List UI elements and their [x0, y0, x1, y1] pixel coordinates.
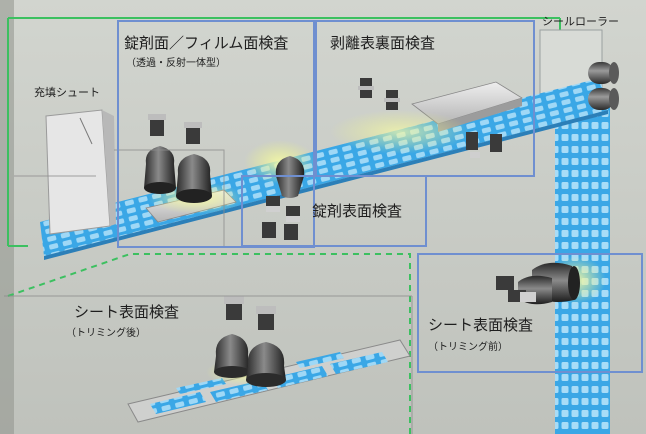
box-tablet-surface — [241, 175, 427, 247]
camera-group-sheet-after — [206, 296, 286, 387]
label-sheet-before: シート表面検査 — [428, 316, 534, 334]
label-tablet-film-note: （透過・反射一体型） — [126, 58, 226, 69]
label-peel: 剥離表裏面検査 — [330, 34, 436, 52]
label-tablet-surface: 錠剤表面検査 — [312, 202, 403, 220]
lower-dashed-frame — [7, 253, 411, 434]
label-sheet-before-note: （トリミング前） — [428, 342, 508, 353]
label-sheet-after-note: （トリミング後） — [66, 328, 146, 339]
label-sheet-after: シート表面検査 — [74, 303, 180, 321]
label-tablet-film: 錠剤面／フィルム面検査 — [124, 34, 289, 52]
machine-frame — [7, 17, 561, 247]
seal-rollers — [588, 62, 619, 110]
label-filling-chute: 充填シュート — [34, 86, 100, 99]
camera-group-tablet-film — [144, 114, 212, 203]
box-tablet-film — [117, 20, 315, 248]
guide-lines — [4, 149, 413, 434]
camera-group-peel — [358, 78, 502, 158]
label-seal-roller: シールローラー — [542, 15, 619, 28]
glow-3 — [330, 110, 470, 154]
box-sheet-before — [417, 253, 643, 373]
filling-chute — [45, 109, 116, 235]
camera-group-sheet-before — [496, 256, 606, 305]
